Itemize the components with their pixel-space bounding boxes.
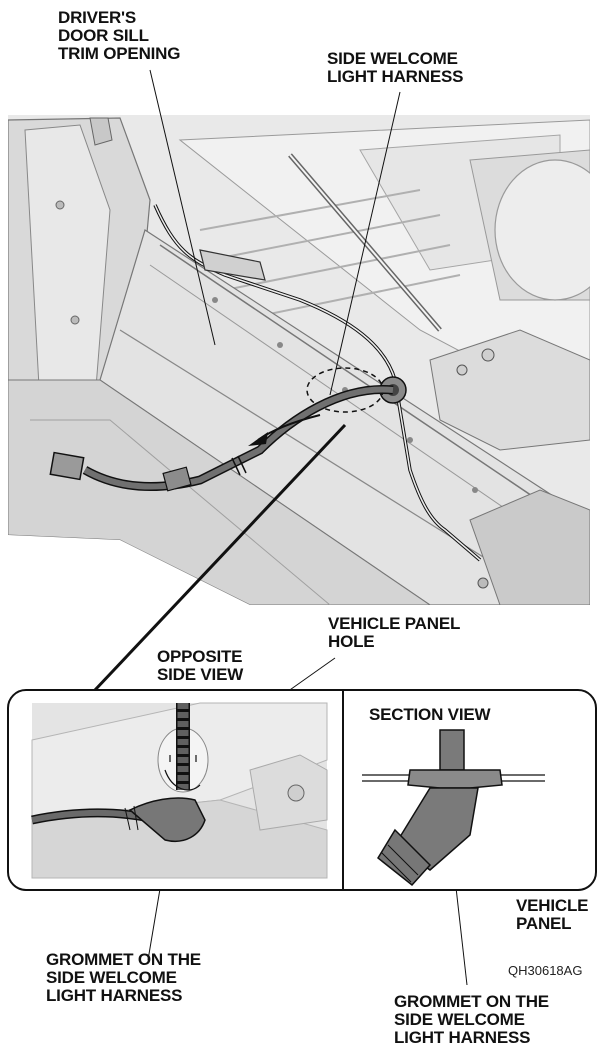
label-side-welcome-light-harness-top: SIDE WELCOME LIGHT HARNESS: [327, 50, 463, 86]
label-vehicle-panel: VEHICLE PANEL: [516, 897, 588, 933]
label-grommet-right-line1: GROMMET ON THE: [394, 992, 549, 1011]
label-opposite-view-line2: SIDE VIEW: [157, 665, 244, 684]
figure-code: QH30618AG: [508, 963, 583, 978]
label-door-sill-trim-opening: DRIVER'S DOOR SILL TRIM OPENING: [58, 9, 180, 63]
label-grommet-right: GROMMET ON THE SIDE WELCOME LIGHT HARNES…: [394, 993, 549, 1047]
label-panel-hole-line1: VEHICLE PANEL: [328, 614, 461, 633]
label-section-view-text: SECTION VIEW: [369, 705, 491, 724]
label-grommet-right-line3: LIGHT HARNESS: [394, 1028, 531, 1047]
detail-callout-line: [93, 423, 347, 692]
label-grommet-left: GROMMET ON THE SIDE WELCOME LIGHT HARNES…: [46, 951, 201, 1005]
label-door-sill-line3: TRIM OPENING: [58, 44, 181, 63]
label-grommet-left-line3: LIGHT HARNESS: [46, 986, 183, 1005]
label-grommet-right-line2: SIDE WELCOME: [394, 1010, 525, 1029]
label-door-sill-line2: DOOR SILL: [58, 26, 149, 45]
label-opposite-side-view: OPPOSITE SIDE VIEW: [157, 648, 243, 684]
label-vehicle-panel-line1: VEHICLE: [516, 896, 589, 915]
label-grommet-left-line2: SIDE WELCOME: [46, 968, 177, 987]
label-panel-hole-line2: HOLE: [328, 632, 375, 651]
label-section-view: SECTION VIEW: [369, 705, 491, 724]
main-illustration: [8, 115, 590, 605]
section-view: [362, 729, 545, 887]
label-harness-top-line2: LIGHT HARNESS: [327, 67, 464, 86]
opposite-side-view: [31, 702, 328, 879]
label-vehicle-panel-line2: PANEL: [516, 914, 572, 933]
label-harness-top-line1: SIDE WELCOME: [327, 49, 458, 68]
label-opposite-view-line1: OPPOSITE: [157, 647, 243, 666]
label-door-sill-line1: DRIVER'S: [58, 8, 137, 27]
label-grommet-left-line1: GROMMET ON THE: [46, 950, 201, 969]
label-vehicle-panel-hole: VEHICLE PANEL HOLE: [328, 615, 460, 651]
